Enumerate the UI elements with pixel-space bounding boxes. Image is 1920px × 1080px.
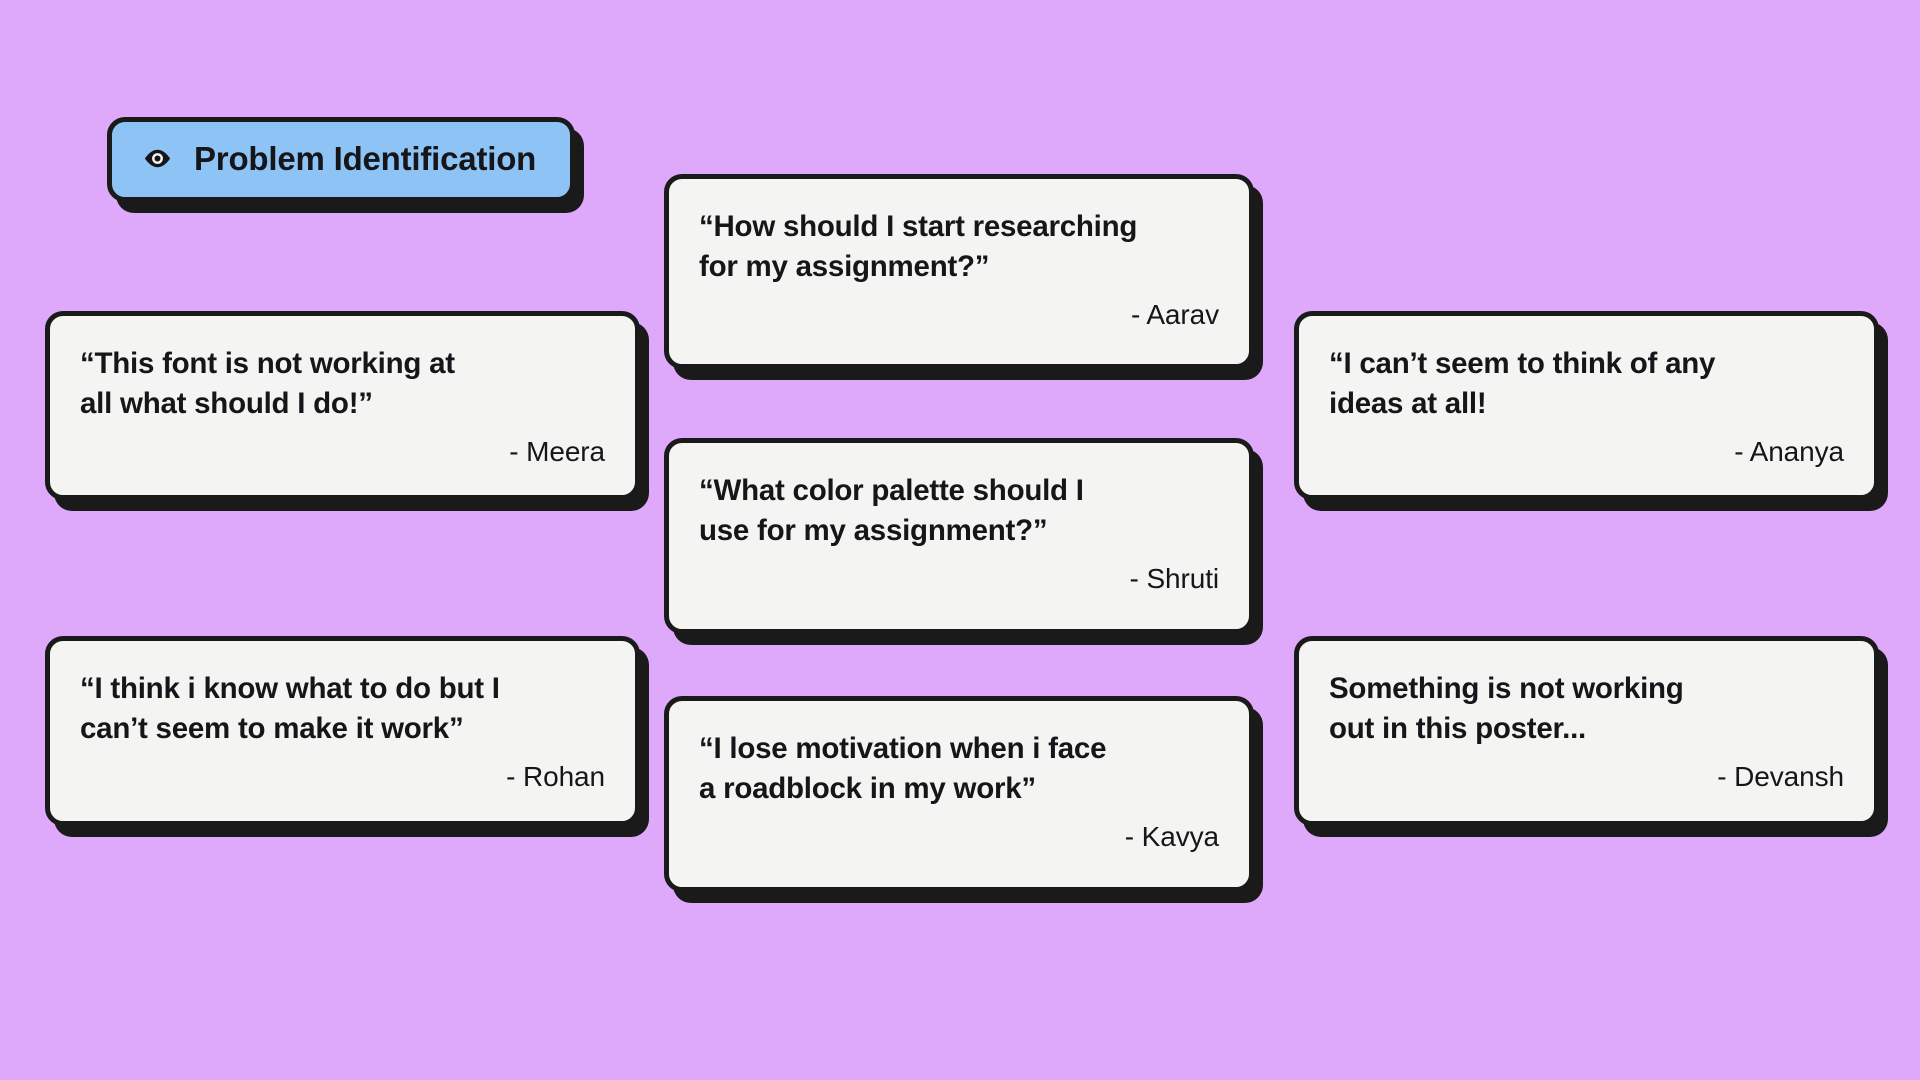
quote-text: Something is not working out in this pos…	[1329, 672, 1684, 745]
quote-card-kavya[interactable]: “I lose motivation when i face a roadblo…	[664, 696, 1254, 892]
quote-text: “What color palette should I use for my …	[699, 474, 1084, 547]
quote-author: - Meera	[509, 436, 605, 468]
quote-card-devansh[interactable]: Something is not working out in this pos…	[1294, 636, 1879, 826]
quote-author: - Devansh	[1717, 761, 1844, 793]
quote-card-shruti[interactable]: “What color palette should I use for my …	[664, 438, 1254, 634]
quote-author: - Shruti	[1129, 563, 1220, 595]
section-badge-problem-identification[interactable]: Problem Identification	[107, 117, 576, 202]
quote-card-rohan[interactable]: “I think i know what to do but I can’t s…	[45, 636, 640, 826]
quote-text: “I can’t seem to think of any ideas at a…	[1329, 347, 1716, 420]
eye-icon	[142, 143, 173, 174]
quote-author: - Ananya	[1734, 436, 1844, 468]
quote-author: - Rohan	[506, 761, 605, 793]
quote-text: “This font is not working at all what sh…	[80, 347, 455, 420]
quote-card-meera[interactable]: “This font is not working at all what sh…	[45, 311, 640, 500]
quote-text: “I lose motivation when i face a roadblo…	[699, 732, 1107, 805]
quote-card-aarav[interactable]: “How should I start researching for my a…	[664, 174, 1254, 369]
section-badge-label: Problem Identification	[194, 140, 537, 177]
quote-author: - Aarav	[1130, 299, 1219, 331]
quote-text: “I think i know what to do but I can’t s…	[80, 672, 500, 745]
quote-card-ananya[interactable]: “I can’t seem to think of any ideas at a…	[1294, 311, 1879, 500]
quote-author: - Kavya	[1124, 821, 1219, 853]
quote-text: “How should I start researching for my a…	[699, 210, 1138, 283]
